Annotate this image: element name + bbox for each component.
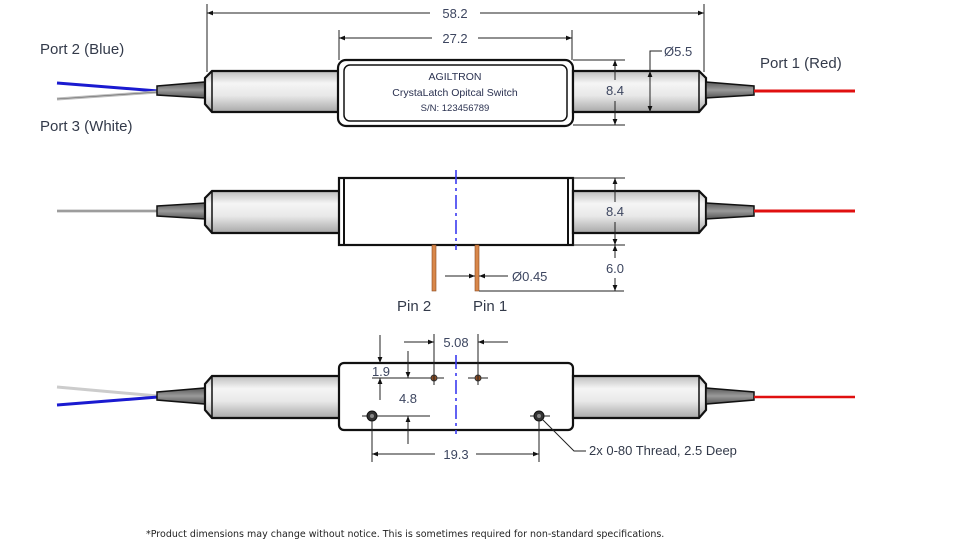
port2-label: Port 2 (Blue) <box>40 41 124 58</box>
dim-hole-offset: 4.8 <box>399 391 417 406</box>
bottom-view: 5.08 1.9 4.8 19.3 2x 0-80 Thread, 2.5 De… <box>56 334 855 462</box>
top-view: AGILTRON CrystaLatch Opitcal Switch S/N:… <box>40 4 855 135</box>
label-product: CrystaLatch Opitcal Switch <box>392 87 518 99</box>
dim-pin-spacing: 5.08 <box>443 335 468 350</box>
dim-pin-offset-top: 1.9 <box>372 364 390 379</box>
dim-body-length: 27.2 <box>442 31 467 46</box>
port2-fiber-bottom <box>56 395 159 407</box>
dim-body-height-top: 8.4 <box>606 83 624 98</box>
right-boot <box>705 81 755 99</box>
left-sleeve <box>203 69 342 114</box>
right-sleeve <box>571 69 708 114</box>
port2-fiber <box>56 81 159 93</box>
dim-body-height-side: 8.4 <box>606 204 624 219</box>
thread-hole-right <box>530 410 550 422</box>
pin1-label: Pin 1 <box>473 298 507 315</box>
pin1 <box>474 244 480 292</box>
dim-pin-diameter: Ø0.45 <box>512 269 547 284</box>
thread-leader <box>541 418 586 452</box>
port3-label: Port 3 (White) <box>40 118 133 135</box>
pin2 <box>431 244 437 292</box>
port1-label: Port 1 (Red) <box>760 55 842 72</box>
footnote: *Product dimensions may change without n… <box>146 529 664 540</box>
thread-hole-left <box>362 410 430 422</box>
dim-overall-length: 58.2 <box>442 6 467 21</box>
label-brand: AGILTRON <box>429 71 482 83</box>
dim-sleeve-diameter: Ø5.5 <box>664 44 692 59</box>
dim-pin-length: 6.0 <box>606 261 624 276</box>
left-boot <box>156 81 206 99</box>
thread-note: 2x 0-80 Thread, 2.5 Deep <box>589 443 737 458</box>
label-serial: S/N: 123456789 <box>421 103 490 114</box>
side-view: Pin 2 Pin 1 Ø0.45 8.4 6.0 <box>57 170 855 315</box>
pin2-label: Pin 2 <box>397 298 431 315</box>
dim-hole-spacing: 19.3 <box>443 447 468 462</box>
